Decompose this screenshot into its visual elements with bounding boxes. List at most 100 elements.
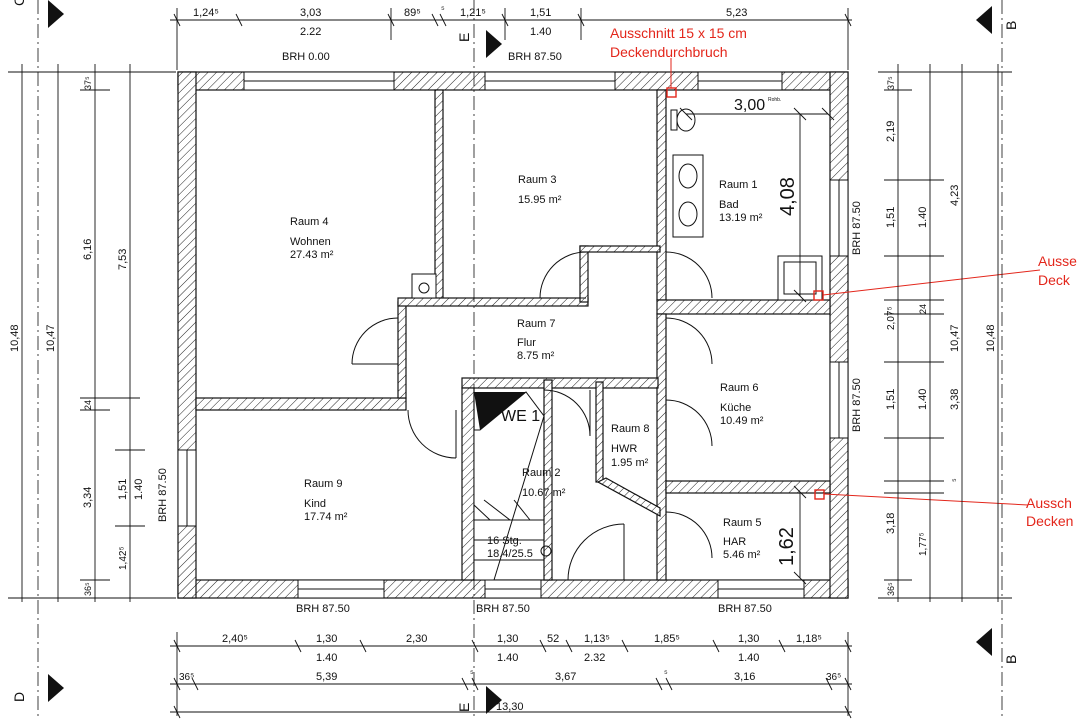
annotation-right2-2: Decken: [1026, 513, 1073, 529]
dim-top-5: 1,21⁵: [460, 7, 486, 19]
raum8-type: HWR: [611, 443, 637, 455]
raum1-type: Bad: [719, 199, 739, 211]
dim-right-b-3: 1.40: [917, 389, 929, 410]
brh-bottom-center: BRH 87.50: [476, 603, 530, 615]
dim-right-a-4: 2,07⁵: [886, 306, 897, 330]
dim-bottom-4: 1,30: [497, 633, 518, 645]
dim-bottom-6: 1,13⁵: [584, 633, 610, 645]
raum8-area: 1.95 m²: [611, 457, 649, 469]
raum4-area: 27.43 m²: [290, 249, 334, 261]
raum6-name: Raum 6: [720, 382, 759, 394]
outer-wall-east: [829, 71, 849, 599]
dim-right-a-7: 36⁵: [886, 582, 896, 596]
raum9-name: Raum 9: [304, 478, 343, 490]
dim-bottom-5: 52: [547, 633, 559, 645]
section-letter-b-top: B: [1003, 21, 1019, 30]
section-arrow-d: [48, 674, 64, 702]
raum9-area: 17.74 m²: [304, 511, 348, 523]
wall-flur-west: [397, 301, 407, 399]
toilet: [676, 108, 696, 132]
section-letter-e-bottom: E: [456, 703, 472, 712]
door-raum4: [351, 317, 399, 365]
raum3-name: Raum 3: [518, 174, 557, 186]
dim-bottom-7: 1,85⁵: [654, 633, 680, 645]
dim-right-c-2: 3,38: [949, 389, 961, 410]
wall-raum6-raum5: [665, 480, 831, 494]
dim-right-a-2: 2,19: [885, 121, 897, 142]
dims-right: 37⁵ 2,19 1,51 2,07⁵ 1,51 3,18 36⁵ 1.40 2…: [885, 76, 997, 596]
dim-bottom-row2-4: 1.40: [738, 652, 759, 664]
brh-labels: BRH 0.00 BRH 87.50 BRH 87.50 BRH 87.50 B…: [157, 51, 863, 615]
annotation-right1-2: Deck: [1038, 272, 1071, 288]
dim-left-b-1: 7,53: [117, 249, 129, 270]
wall-hwr-diagonal: [596, 477, 661, 518]
dim-left-a-4: 3,34: [82, 487, 94, 508]
dim-bottom-row2-2: 1.40: [497, 652, 518, 664]
opening-marker-2: [813, 290, 824, 301]
raum7-type: Flur: [517, 337, 536, 349]
raum2-area: 10.67 m²: [522, 487, 566, 499]
annotation-top-1: Ausschnitt 15 x 15 cm: [610, 25, 747, 41]
raum1-name: Raum 1: [719, 179, 758, 191]
section-arrow-b-bottom: [976, 628, 992, 656]
brh-top-left: BRH 0.00: [282, 51, 330, 63]
dim-top-4: ⁵: [441, 4, 445, 14]
brh-right-upper: BRH 87.50: [851, 201, 863, 255]
dim-right-b-2: 24: [918, 304, 928, 314]
dim-right-c-3: ⁵: [950, 478, 960, 482]
section-arrow-e-bottom: [486, 686, 502, 714]
wall-raum1-raum6: [656, 299, 831, 315]
section-letter-e-top: E: [456, 33, 472, 42]
section-letters: C D E E B B: [11, 0, 1019, 712]
wall-flur-notch: [579, 245, 589, 303]
door-entrance: [567, 523, 625, 581]
raum5-type: HAR: [723, 536, 746, 548]
raum7-name: Raum 7: [517, 318, 556, 330]
raum8-name: Raum 8: [611, 423, 650, 435]
raum4-type: Wohnen: [290, 236, 331, 248]
wall-raum4-raum3: [434, 89, 444, 303]
dim-right-c-1: 4,23: [949, 185, 961, 206]
dim-top-7: 5,23: [726, 7, 747, 19]
raum7-area: 8.75 m²: [517, 350, 555, 362]
dims-left: 10,48 10,47 37⁵ 6,16 24 3,34 36⁵ 7,53 1,…: [9, 76, 145, 596]
door-raum2: [543, 389, 591, 437]
dim-bottom-8: 1,30: [738, 633, 759, 645]
dim-left-a-2: 6,16: [82, 239, 94, 260]
section-letter-c: C: [11, 0, 27, 6]
door-kueche-inner: [665, 399, 713, 447]
dim-top-row2-2: 1.40: [530, 26, 551, 38]
section-arrow-b-top: [976, 6, 992, 34]
section-letter-b-bottom: B: [1003, 655, 1019, 664]
dim-right-a-3: 1,51: [885, 207, 897, 228]
dim-bottom-row3-7: 36⁵: [826, 672, 841, 683]
staircase: [473, 391, 552, 581]
dim-bottom-row3-6: 3,16: [734, 671, 755, 683]
dim-bottom-row3-4: 3,67: [555, 671, 576, 683]
walls: [177, 71, 849, 599]
dim-bottom-row3-3: ⁵: [470, 668, 474, 678]
annotation-right2-1: Aussch: [1026, 495, 1072, 511]
section-markers: [37, 0, 1003, 720]
dim-right-a-6: 3,18: [885, 513, 897, 534]
doors: [351, 251, 713, 581]
dim-bottom-3: 2,30: [406, 633, 427, 645]
wall-flur-north: [397, 297, 589, 307]
dim-right-outer: 10,48: [985, 324, 997, 352]
stair-handrail-end: [540, 545, 552, 557]
dim-top-row2-1: 2.22: [300, 26, 321, 38]
brh-right-lower: BRH 87.50: [851, 378, 863, 432]
dim-bottom-row3-1: 36⁵: [179, 672, 194, 683]
bad-height: 4,08: [777, 177, 799, 216]
stair-arrow: [474, 392, 526, 430]
windows: [177, 71, 849, 599]
dim-bottom-1: 2,40⁵: [222, 633, 248, 645]
raum6-area: 10.49 m²: [720, 415, 764, 427]
dim-right-b-1: 1.40: [917, 207, 929, 228]
dim-bottom-2: 1,30: [316, 633, 337, 645]
raum3-area: 15.95 m²: [518, 194, 562, 206]
door-raum1: [665, 251, 713, 299]
dim-left-c-1: 1.40: [133, 479, 145, 500]
wall-kueche-west: [656, 313, 667, 581]
